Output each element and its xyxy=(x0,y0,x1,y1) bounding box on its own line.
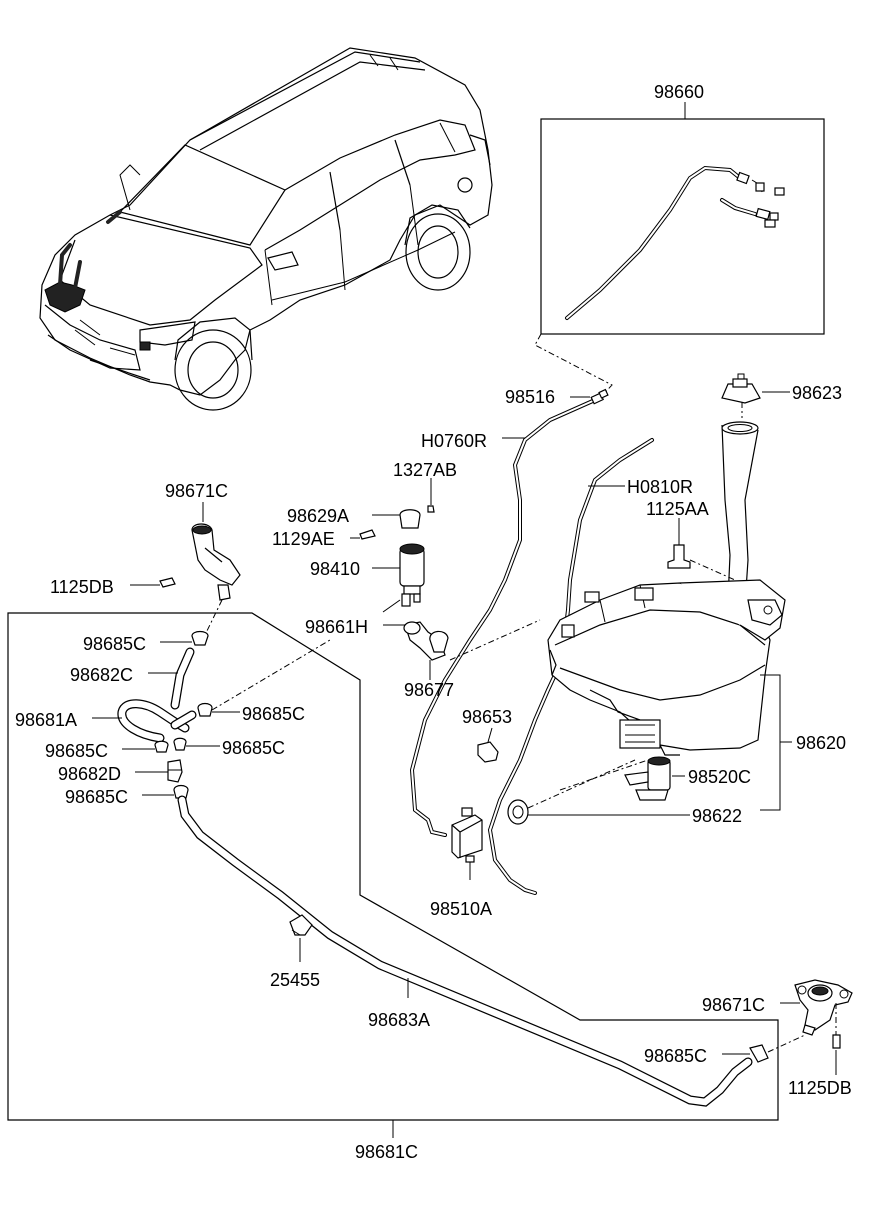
part-label-98622: 98622 xyxy=(692,806,742,826)
part-label-1125DB-bottom: 1125DB xyxy=(788,1078,852,1098)
part-label-98660: 98660 xyxy=(654,82,704,102)
part-label-98516: 98516 xyxy=(505,387,555,407)
part-label-H0760R: H0760R xyxy=(421,431,487,451)
part-label-1125AA: 1125AA xyxy=(646,499,709,519)
part-label-98685C-5: 98685C xyxy=(65,787,128,807)
part-label-98682C: 98682C xyxy=(70,665,133,685)
washer-pump xyxy=(399,543,425,607)
headlamp-washer-nozzle-upper xyxy=(191,523,241,601)
hose-assembly-outline xyxy=(7,612,779,1121)
part-label-98510A: 98510A xyxy=(430,899,492,919)
part-label-98623: 98623 xyxy=(792,383,842,403)
part-label-98685C-1: 98685C xyxy=(83,634,146,654)
part-label-98629A: 98629A xyxy=(287,506,349,526)
part-label-98683A: 98683A xyxy=(368,1010,430,1030)
part-label-1327AB: 1327AB xyxy=(393,460,457,480)
part-label-98620: 98620 xyxy=(796,733,846,753)
vehicle-illustration xyxy=(39,47,493,411)
reservoir-cap xyxy=(721,373,761,404)
part-label-1125DB-top: 1125DB xyxy=(50,577,114,597)
front-washer-motor xyxy=(624,756,671,801)
rear-washer-pump xyxy=(451,807,483,863)
headlamp-washer-nozzle-lower xyxy=(794,979,853,1036)
part-label-98677: 98677 xyxy=(404,680,454,700)
part-label-98661H: 98661H xyxy=(305,617,368,637)
part-label-98685C-2: 98685C xyxy=(242,704,305,724)
part-label-98682D: 98682D xyxy=(58,764,121,784)
part-label-98671C-top: 98671C xyxy=(165,481,228,501)
part-label-98520C: 98520C xyxy=(688,767,751,787)
part-label-25455: 25455 xyxy=(270,970,320,990)
part-label-1129AE: 1129AE xyxy=(272,529,335,549)
washer-reservoir xyxy=(547,421,786,756)
part-label-98410: 98410 xyxy=(310,559,360,579)
part-label-H0810R: H0810R xyxy=(627,477,693,497)
part-label-98685C-6: 98685C xyxy=(644,1046,707,1066)
part-label-98685C-3: 98685C xyxy=(45,741,108,761)
part-label-98685C-4: 98685C xyxy=(222,738,285,758)
part-label-98671C-bottom: 98671C xyxy=(702,995,765,1015)
rear-hose-kit-inset xyxy=(540,118,825,335)
part-label-98681A: 98681A xyxy=(15,710,77,730)
part-label-98681C: 98681C xyxy=(355,1142,418,1162)
part-label-98653: 98653 xyxy=(462,707,512,727)
